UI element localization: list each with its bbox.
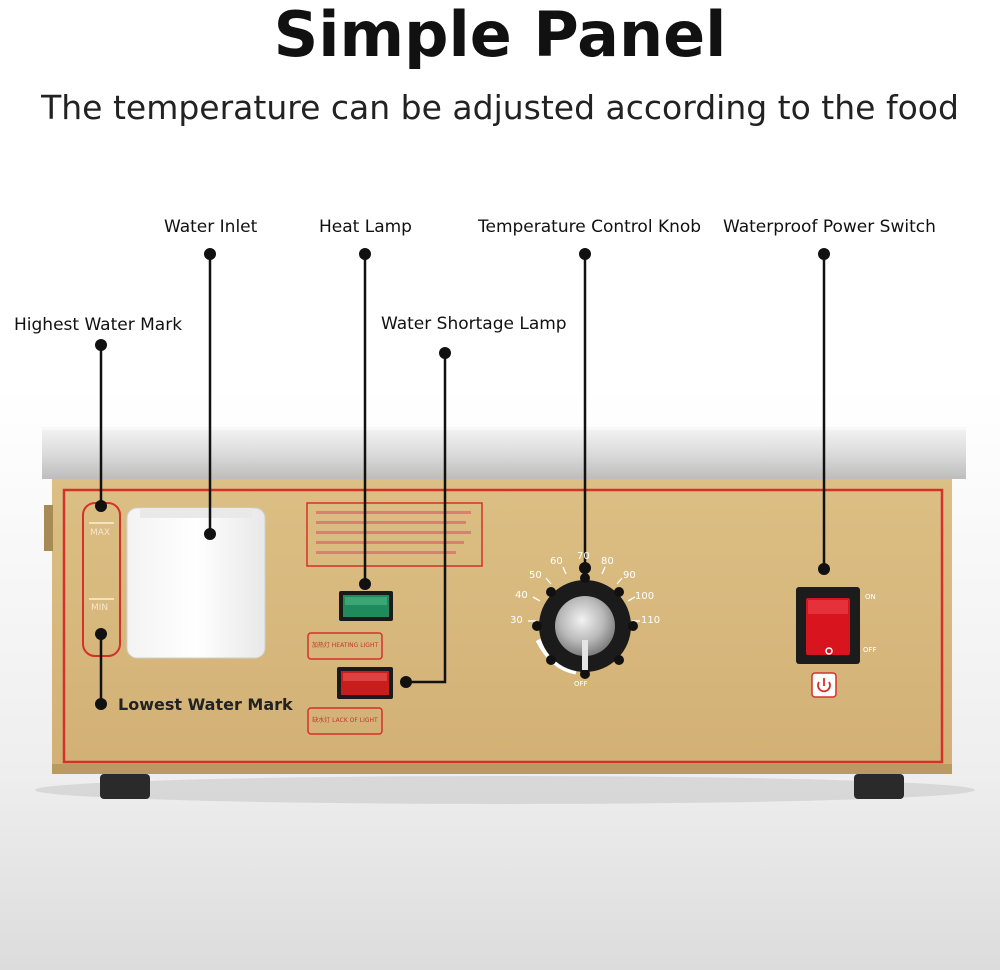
dial-ticks xyxy=(528,563,640,622)
foot-left xyxy=(100,774,150,799)
dial-100: 100 xyxy=(635,591,655,602)
callout-highest-mark: Highest Water Mark xyxy=(14,315,183,335)
dial-70: 70 xyxy=(577,551,590,562)
dial-60: 60 xyxy=(550,556,563,567)
power-icon xyxy=(817,681,831,693)
shortage-lamp-caption: 缺水灯 LACK OF LIGHT xyxy=(312,717,378,724)
heat-lamp-caption-box xyxy=(307,632,383,660)
callout-lines xyxy=(99,254,826,704)
dial-off: OFF xyxy=(574,680,588,688)
heat-lamp-caption: 加热灯 HEATING LIGHT xyxy=(311,642,379,649)
dial-30: 30 xyxy=(510,615,523,626)
dial-50: 50 xyxy=(529,570,542,581)
max-mark-label: MAX xyxy=(90,528,111,538)
callout-shortage-lamp: Water Shortage Lamp xyxy=(381,314,567,334)
page-title: Simple Panel xyxy=(273,0,727,71)
callout-water-inlet: Water Inlet xyxy=(164,217,258,237)
top-plate xyxy=(42,427,966,479)
dial-110: 110 xyxy=(641,615,661,626)
callout-power-switch: Waterproof Power Switch xyxy=(723,217,936,237)
device-shadow xyxy=(35,776,975,804)
callout-dots xyxy=(95,248,830,710)
dial-40: 40 xyxy=(515,590,528,601)
page-subtitle: The temperature can be adjusted accordin… xyxy=(41,88,959,127)
callout-heat-lamp: Heat Lamp xyxy=(319,217,412,237)
panel-red-border xyxy=(62,488,944,764)
foot-right xyxy=(854,774,904,799)
switch-off-label: OFF xyxy=(863,646,877,654)
dial-80: 80 xyxy=(601,556,614,567)
switch-on-label: ON xyxy=(865,593,876,601)
callout-temp-knob: Temperature Control Knob xyxy=(478,217,702,237)
min-mark-label: MIN xyxy=(91,603,109,613)
instruction-label xyxy=(306,502,483,567)
dial-90: 90 xyxy=(623,570,636,581)
callout-lowest-mark: Lowest Water Mark xyxy=(118,695,293,714)
water-inlet-cap xyxy=(126,507,266,659)
shortage-lamp-caption-box xyxy=(307,707,383,735)
